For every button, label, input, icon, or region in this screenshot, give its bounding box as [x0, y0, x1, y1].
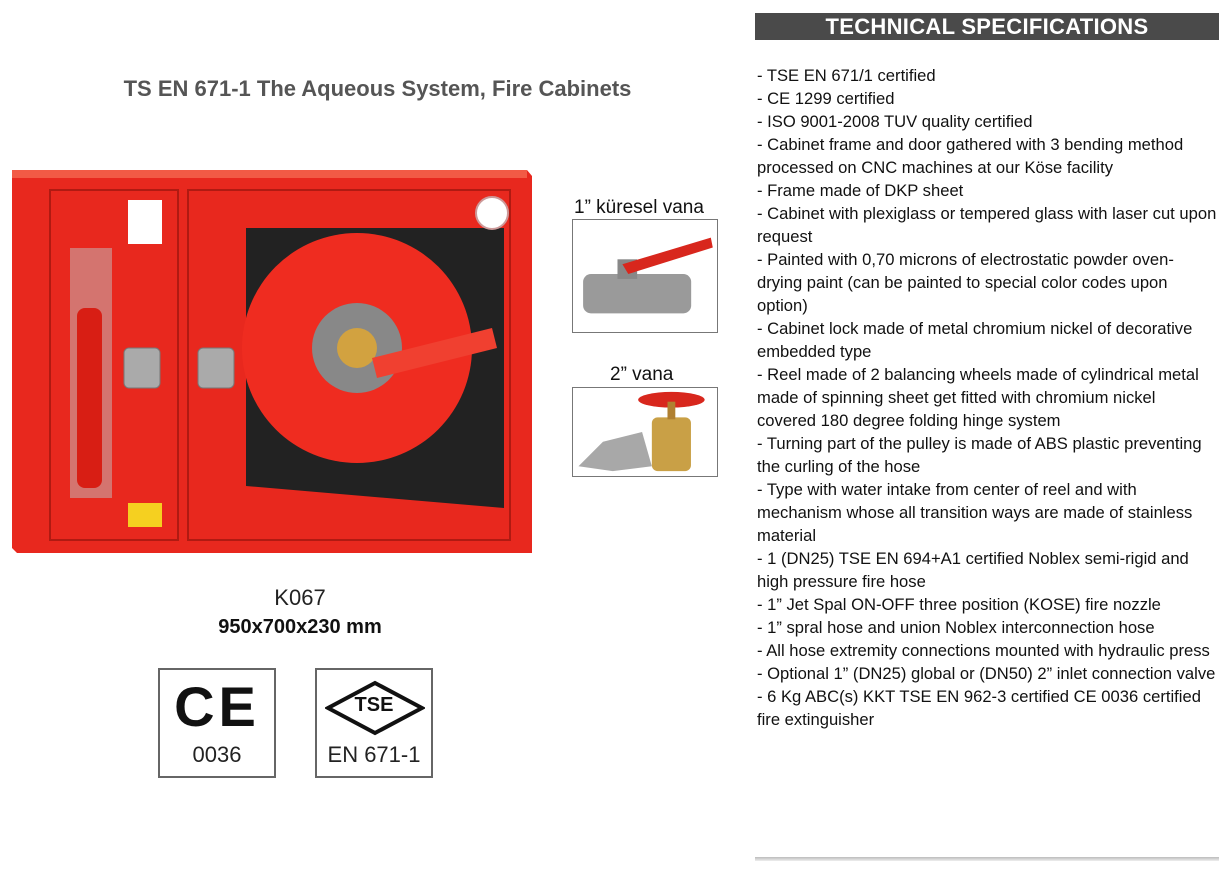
tse-cert-badge: TSE EN 671-1 — [315, 668, 433, 778]
spec-item: - TSE EN 671/1 certified — [757, 66, 936, 85]
spec-item: - CE 1299 certified — [757, 89, 895, 108]
valve-label: 2” vana — [610, 364, 674, 385]
cert-number: EN 671-1 — [327, 742, 421, 767]
spec-item: - 6 Kg ABC(s) KKT TSE EN 962-3 certified… — [757, 687, 1201, 729]
tse-mark: TSE — [354, 694, 394, 716]
gate-valve-image — [572, 387, 718, 477]
spec-item: - Type with water intake from center of … — [757, 480, 1193, 545]
spec-item: - Reel made of 2 balancing wheels made o… — [757, 365, 1199, 430]
spec-item: - All hose extremity connections mounted… — [757, 641, 1210, 660]
spec-item: - 1 (DN25) TSE EN 694+A1 certified Noble… — [757, 549, 1189, 591]
spec-item: - Cabinet lock made of metal chromium ni… — [757, 319, 1193, 361]
spec-item: - Frame made of DKP sheet — [757, 181, 964, 200]
ce-cert-badge: CE 0036 — [158, 668, 276, 778]
cert-number: 0036 — [192, 742, 242, 767]
valve-label: 1” küresel vana — [574, 197, 704, 218]
spec-item: - Optional 1” (DN25) global or (DN50) 2”… — [757, 664, 1216, 683]
dimensions: 950x700x230 mm — [218, 616, 382, 638]
model-code: K067 — [274, 585, 326, 610]
spec-item: - Cabinet with plexiglass or tempered gl… — [757, 204, 1217, 246]
page-title: TS EN 671-1 The Aqueous System, Fire Cab… — [123, 76, 632, 101]
tse-logo — [325, 680, 425, 736]
spec-list: - TSE EN 671/1 certified - CE 1299 certi… — [757, 64, 1217, 731]
spec-header: TECHNICAL SPECIFICATIONS — [755, 13, 1219, 40]
ce-logo: CE — [174, 675, 260, 738]
spec-item: - Painted with 0,70 microns of electrost… — [757, 250, 1174, 315]
spec-item: - Cabinet frame and door gathered with 3… — [757, 135, 1184, 177]
spec-item: - 1” Jet Spal ON-OFF three position (KOS… — [757, 595, 1161, 614]
spec-item: - 1” spral hose and union Noblex interco… — [757, 618, 1155, 637]
fire-cabinet-image — [12, 170, 532, 553]
ball-valve-image — [572, 219, 718, 333]
divider — [755, 857, 1219, 861]
spec-item: - ISO 9001-2008 TUV quality certified — [757, 112, 1033, 131]
spec-item: - Turning part of the pulley is made of … — [757, 434, 1202, 476]
